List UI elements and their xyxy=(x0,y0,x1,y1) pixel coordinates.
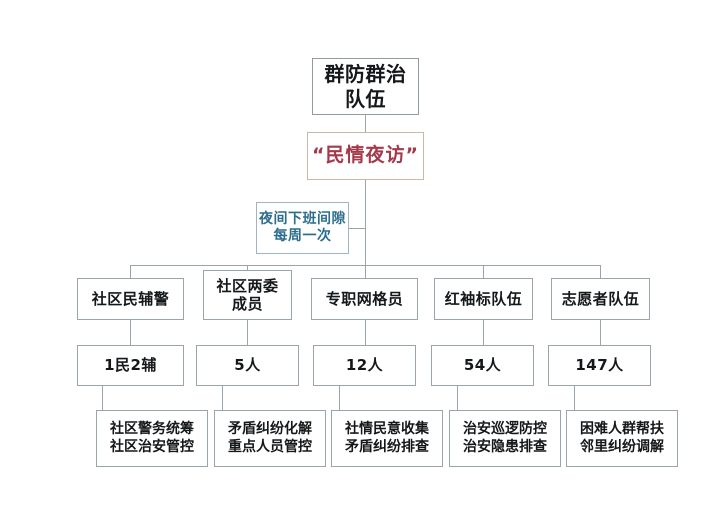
connector-bar-to-team-4 xyxy=(483,265,484,278)
connector-theme-to-trunk xyxy=(365,180,366,265)
connector-bar-to-team-1 xyxy=(130,265,131,278)
node-duty-4-label: 治安巡逻防控 治安隐患排查 xyxy=(463,421,547,455)
node-duty-2-label: 矛盾纠纷化解 重点人员管控 xyxy=(228,421,312,455)
node-note-schedule: 夜间下班间隙 每周一次 xyxy=(256,202,349,254)
node-count-1-label: 1民2辅 xyxy=(104,356,157,375)
node-count-2: 5人 xyxy=(196,345,299,386)
node-duty-3-label: 社情民意收集 矛盾纠纷排查 xyxy=(345,421,429,455)
connector-team-to-count-2 xyxy=(247,320,248,345)
node-team-3-label: 专职网格员 xyxy=(325,289,404,308)
node-count-4: 54人 xyxy=(431,345,534,386)
node-team-2-label: 社区两委 成员 xyxy=(216,276,279,313)
node-team-2: 社区两委 成员 xyxy=(203,270,292,320)
node-count-4-label: 54人 xyxy=(463,356,502,375)
node-theme-label: “民情夜访” xyxy=(312,144,419,167)
node-team-4: 红袖标队伍 xyxy=(434,278,533,320)
node-count-5: 147人 xyxy=(548,345,651,386)
node-count-3-label: 12人 xyxy=(345,356,384,375)
node-team-1-label: 社区民辅警 xyxy=(91,289,170,308)
node-note-label: 夜间下班间隙 每周一次 xyxy=(259,210,346,244)
connector-team-to-count-4 xyxy=(483,320,484,345)
node-count-2-label: 5人 xyxy=(234,356,261,375)
node-count-5-label: 147人 xyxy=(575,356,624,375)
connector-team-to-count-1 xyxy=(130,320,131,345)
connector-bar-to-team-5 xyxy=(600,265,601,278)
node-duty-5: 困难人群帮扶 邻里纠纷调解 xyxy=(566,410,678,467)
node-team-4-label: 红袖标队伍 xyxy=(444,289,523,308)
node-duty-1-label: 社区警务统筹 社区治安管控 xyxy=(110,421,194,455)
node-team-5-label: 志愿者队伍 xyxy=(561,289,640,308)
node-root: 群防群治 队伍 xyxy=(312,58,419,115)
node-team-1: 社区民辅警 xyxy=(77,278,184,320)
node-team-3: 专职网格员 xyxy=(311,278,418,320)
connector-bar-to-team-3 xyxy=(365,265,366,278)
node-theme: “民情夜访” xyxy=(307,132,424,180)
connector-note-to-trunk xyxy=(349,228,366,229)
node-duty-3: 社情民意收集 矛盾纠纷排查 xyxy=(331,410,443,467)
node-duty-4: 治安巡逻防控 治安隐患排查 xyxy=(449,410,561,467)
node-count-1: 1民2辅 xyxy=(77,345,184,386)
node-root-label: 群防群治 队伍 xyxy=(324,62,407,111)
node-duty-5-label: 困难人群帮扶 邻里纠纷调解 xyxy=(580,421,664,455)
connector-root-to-theme xyxy=(365,115,366,132)
connector-count-drop-1 xyxy=(102,386,103,417)
connector-team-to-count-5 xyxy=(600,320,601,345)
node-team-5: 志愿者队伍 xyxy=(551,278,650,320)
node-count-3: 12人 xyxy=(313,345,416,386)
node-duty-2: 矛盾纠纷化解 重点人员管控 xyxy=(214,410,326,467)
node-duty-1: 社区警务统筹 社区治安管控 xyxy=(96,410,208,467)
connector-team-to-count-3 xyxy=(365,320,366,345)
